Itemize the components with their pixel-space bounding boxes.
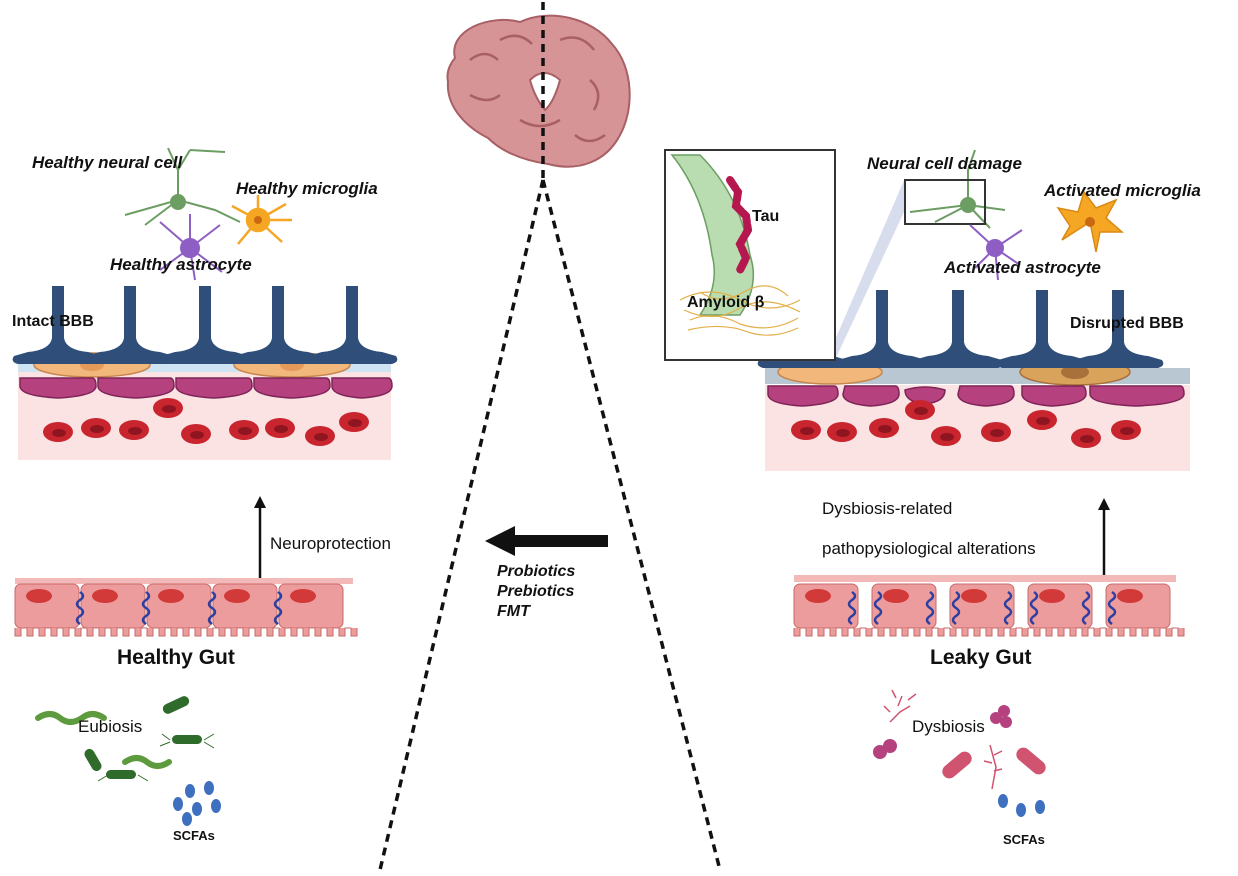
eubiosis-bacteria-icons xyxy=(35,696,215,782)
intact-bbb xyxy=(12,286,398,460)
damaged-neuron-icon xyxy=(909,149,1006,229)
treatment-arrow xyxy=(485,526,608,556)
activated-microglia-label: Activated microglia xyxy=(1044,181,1201,200)
brain-icon xyxy=(446,14,631,168)
right-scfas-label: SCFAs xyxy=(1003,832,1045,847)
treatment-fmt: FMT xyxy=(497,603,530,620)
right-scfa-dots xyxy=(998,794,1045,817)
healthy-microglia-icon xyxy=(231,195,292,245)
amyloid-beta-label: Amyloid β xyxy=(687,294,765,311)
activated-microglia-icon xyxy=(1056,190,1124,253)
eubiosis-label: Eubiosis xyxy=(78,717,143,736)
divider-lines xyxy=(378,2,722,871)
neuroprotection-label: Neuroprotection xyxy=(270,534,391,553)
left-scfa-dots xyxy=(173,781,221,826)
treatment-prebiotics: Prebiotics xyxy=(497,583,575,600)
tau-amyloid-inset xyxy=(664,149,836,361)
healthy-microglia-label: Healthy microglia xyxy=(236,179,378,198)
healthy-astrocyte-icon xyxy=(159,214,223,281)
intact-bbb-label: Intact BBB xyxy=(12,313,94,330)
neuroprotection-arrow xyxy=(254,496,266,578)
activated-astrocyte-icon xyxy=(969,224,1023,281)
tau-label: Tau xyxy=(752,208,780,225)
inset-projection xyxy=(835,178,905,360)
disrupted-bbb-label: Disrupted BBB xyxy=(1070,315,1184,332)
left-scfas-label: SCFAs xyxy=(173,828,215,843)
healthy-neural-cell-label: Healthy neural cell xyxy=(32,153,183,172)
healthy-astrocyte-label: Healthy astrocyte xyxy=(110,255,252,274)
dysbiosis-effect-arrow xyxy=(1098,498,1110,578)
disrupted-bbb xyxy=(757,290,1190,471)
neural-cell-damage-label: Neural cell damage xyxy=(867,154,1022,173)
activated-astrocyte-label: Activated astrocyte xyxy=(944,258,1101,277)
healthy-neuron-icon xyxy=(124,147,241,226)
dysbiosis-effect-label-line1: Dysbiosis-related xyxy=(822,499,953,518)
dysbiosis-label: Dysbiosis xyxy=(912,717,985,736)
treatment-list: Probiotics Prebiotics FMT xyxy=(497,562,575,622)
healthy-gut-epithelium xyxy=(14,578,358,637)
neuron-zoom-box xyxy=(904,179,986,225)
leaky-gut-epithelium xyxy=(793,575,1185,637)
dysbiosis-effect-label-line2: pathopysiological alterations xyxy=(822,539,1036,558)
treatment-probiotics: Probiotics xyxy=(497,563,576,580)
healthy-gut-label: Healthy Gut xyxy=(117,646,235,669)
leaky-gut-label: Leaky Gut xyxy=(930,646,1032,669)
dysbiosis-bacteria-icons xyxy=(873,689,1046,790)
